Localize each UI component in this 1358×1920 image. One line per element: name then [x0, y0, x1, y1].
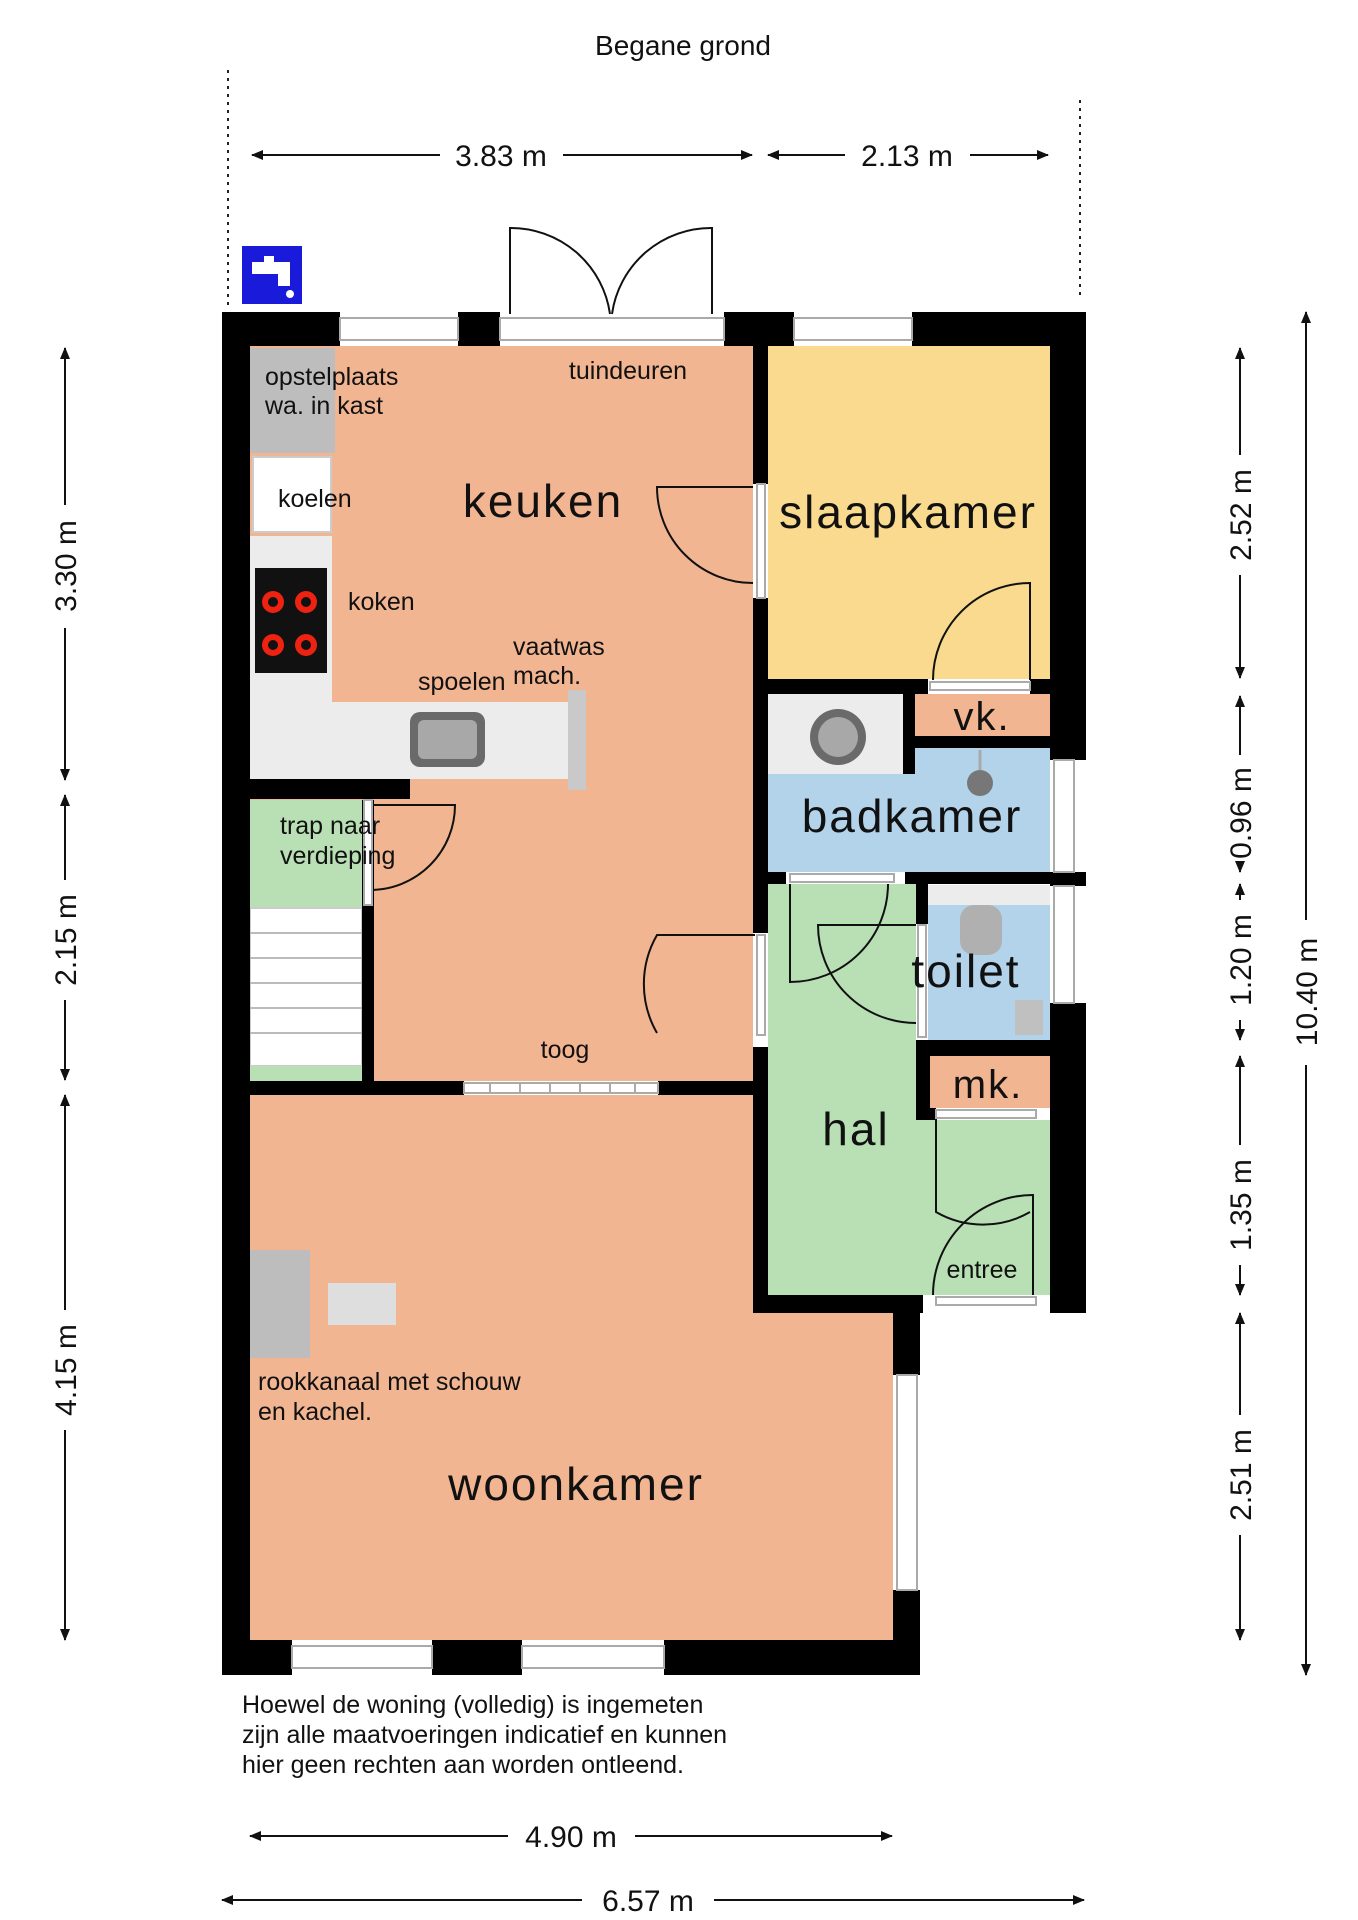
- label-tuindeuren: tuindeuren: [569, 357, 687, 385]
- cooktop: [255, 568, 327, 673]
- toilet-sink-icon: [1015, 1000, 1043, 1035]
- chimney: [250, 1250, 310, 1358]
- label-mk: mk.: [953, 1063, 1023, 1107]
- label-rookkanaal-2: en kachel.: [258, 1398, 372, 1426]
- disclaimer-line-3: hier geen rechten aan worden ontleend.: [242, 1751, 684, 1779]
- label-rookkanaal-1: rookkanaal met schouw: [258, 1368, 522, 1396]
- stove: [328, 1283, 396, 1325]
- label-vk: vk.: [953, 695, 1010, 739]
- washer-cabinet: [250, 348, 335, 453]
- label-spoelen: spoelen: [418, 668, 506, 696]
- room-mk: [930, 1056, 1050, 1108]
- label-koken: koken: [348, 588, 415, 616]
- dim-left-1: 3.30 m: [50, 520, 83, 612]
- label-keuken: keuken: [463, 475, 623, 527]
- label-trap-2: verdieping: [280, 842, 395, 870]
- label-woonkamer: woonkamer: [447, 1458, 704, 1510]
- label-slaapkamer: slaapkamer: [779, 486, 1037, 538]
- label-opstelplaats-2: wa. in kast: [264, 392, 383, 420]
- windows: [291, 317, 1075, 1669]
- label-badkamer: badkamer: [802, 790, 1023, 842]
- label-toog: toog: [541, 1036, 590, 1064]
- dimension-lines: [60, 150, 1311, 1905]
- label-vaatwas-1: vaatwas: [513, 633, 605, 661]
- label-entree: entree: [947, 1256, 1018, 1284]
- room-slaapkamer: [768, 346, 1050, 679]
- dim-bottom-1: 4.90 m: [525, 1821, 617, 1854]
- bath-fixtures: [768, 694, 1050, 1035]
- label-vaatwas-2: mach.: [513, 662, 581, 690]
- dim-total-height: 10.40 m: [1291, 938, 1324, 1046]
- dim-top-left: 3.83 m: [455, 140, 547, 173]
- water-tap-icon: [242, 246, 302, 304]
- kitchen-fixtures: [250, 348, 586, 1358]
- dim-right-5: 2.51 m: [1225, 1429, 1258, 1521]
- dim-left-3: 4.15 m: [50, 1324, 83, 1416]
- dim-top-right: 2.13 m: [861, 140, 953, 173]
- shower-drain-icon: [967, 770, 993, 796]
- dim-right-1: 2.52 m: [1225, 469, 1258, 561]
- dim-right-3: 1.20 m: [1225, 914, 1258, 1006]
- label-koelen: koelen: [278, 485, 352, 513]
- toilet-icon: [960, 905, 1002, 955]
- dim-right-2: 0.96 m: [1225, 767, 1258, 859]
- label-trap-1: trap naar: [280, 812, 380, 840]
- fridge: [252, 456, 332, 533]
- walls: [222, 312, 1086, 1675]
- disclaimer-line-1: Hoewel de woning (volledig) is ingemeten: [242, 1691, 703, 1719]
- label-opstelplaats-1: opstelplaats: [265, 363, 398, 391]
- page-title: Begane grond: [595, 30, 771, 61]
- doors: [369, 226, 1034, 1296]
- dim-right-4: 1.35 m: [1225, 1159, 1258, 1251]
- stair-landing: [250, 800, 362, 908]
- stairs: [249, 907, 363, 1067]
- label-hal: hal: [822, 1103, 889, 1155]
- room-hal: [768, 884, 1050, 1295]
- disclaimer-line-2: zijn alle maatvoeringen indicatief en ku…: [242, 1721, 727, 1749]
- dim-left-2: 2.15 m: [50, 894, 83, 986]
- label-toilet: toilet: [911, 945, 1020, 997]
- dim-bottom-total: 6.57 m: [602, 1885, 694, 1918]
- room-vk: [915, 694, 1050, 736]
